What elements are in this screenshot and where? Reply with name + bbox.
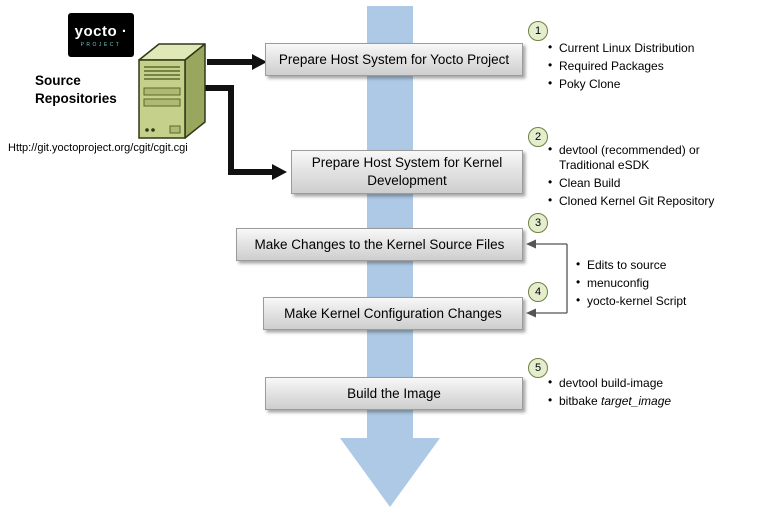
step-3-badge: 3 bbox=[528, 213, 548, 233]
bullet-item: menuconfig bbox=[576, 275, 746, 291]
bitbake-target-image-italic: target_image bbox=[601, 394, 672, 408]
source-repositories-url: Http://git.yoctoproject.org/cgit/cgit.cg… bbox=[8, 142, 188, 154]
step-1-label: Prepare Host System for Yocto Project bbox=[278, 51, 510, 67]
server-to-step2-arrow-icon bbox=[205, 85, 287, 180]
step-1-badge: 1 bbox=[528, 21, 548, 41]
server-to-step1-arrow-icon bbox=[207, 54, 267, 70]
bullet-item: devtool build-image bbox=[548, 375, 748, 391]
bullet-item: Required Packages bbox=[548, 58, 763, 74]
step-box-2: Prepare Host System for Kernel Developme… bbox=[291, 150, 523, 194]
step-box-1: Prepare Host System for Yocto Project bbox=[265, 43, 523, 76]
step-4-badge: 4 bbox=[528, 282, 548, 302]
bullet-item: bitbake target_image bbox=[548, 393, 748, 409]
bullet-item: Current Linux Distribution bbox=[548, 40, 763, 56]
bitbake-text: bitbake bbox=[559, 394, 602, 408]
bullet-item: Edits to source bbox=[576, 257, 746, 273]
steps-3-4-shared-bullets: Edits to source menuconfig yocto-kernel … bbox=[576, 257, 746, 312]
source-repositories-label: Source Repositories bbox=[35, 73, 117, 107]
step-4-label: Make Kernel Configuration Changes bbox=[284, 305, 502, 321]
bullet-item: Poky Clone bbox=[548, 76, 763, 92]
bullet-item: Cloned Kernel Git Repository bbox=[548, 193, 734, 209]
bullet-item: yocto-kernel Script bbox=[576, 293, 746, 309]
bullet-item: devtool (recommended) or Traditional eSD… bbox=[548, 142, 734, 173]
step-2-badge: 2 bbox=[528, 127, 548, 147]
yocto-logo-text: yocto · bbox=[74, 22, 128, 40]
step-box-5: Build the Image bbox=[265, 377, 523, 410]
step-5-bullets: devtool build-image bitbake target_image bbox=[548, 375, 748, 412]
step-5-badge: 5 bbox=[528, 358, 548, 378]
step-2-label: Prepare Host System for Kernel Developme… bbox=[311, 155, 503, 188]
yocto-logo-subtext: PROJECT bbox=[80, 41, 122, 48]
server-icon bbox=[138, 43, 206, 139]
step-5-label: Build the Image bbox=[347, 385, 441, 401]
shared-bullets-bracket-icon bbox=[526, 239, 568, 318]
step-box-3: Make Changes to the Kernel Source Files bbox=[236, 228, 523, 261]
yocto-logo: yocto · PROJECT bbox=[68, 13, 134, 57]
step-1-bullets: Current Linux Distribution Required Pack… bbox=[548, 40, 763, 95]
step-2-bullets: devtool (recommended) or Traditional eSD… bbox=[548, 142, 734, 212]
step-box-4: Make Kernel Configuration Changes bbox=[263, 297, 523, 330]
bullet-item: Clean Build bbox=[548, 175, 734, 191]
step-3-label: Make Changes to the Kernel Source Files bbox=[254, 236, 505, 252]
